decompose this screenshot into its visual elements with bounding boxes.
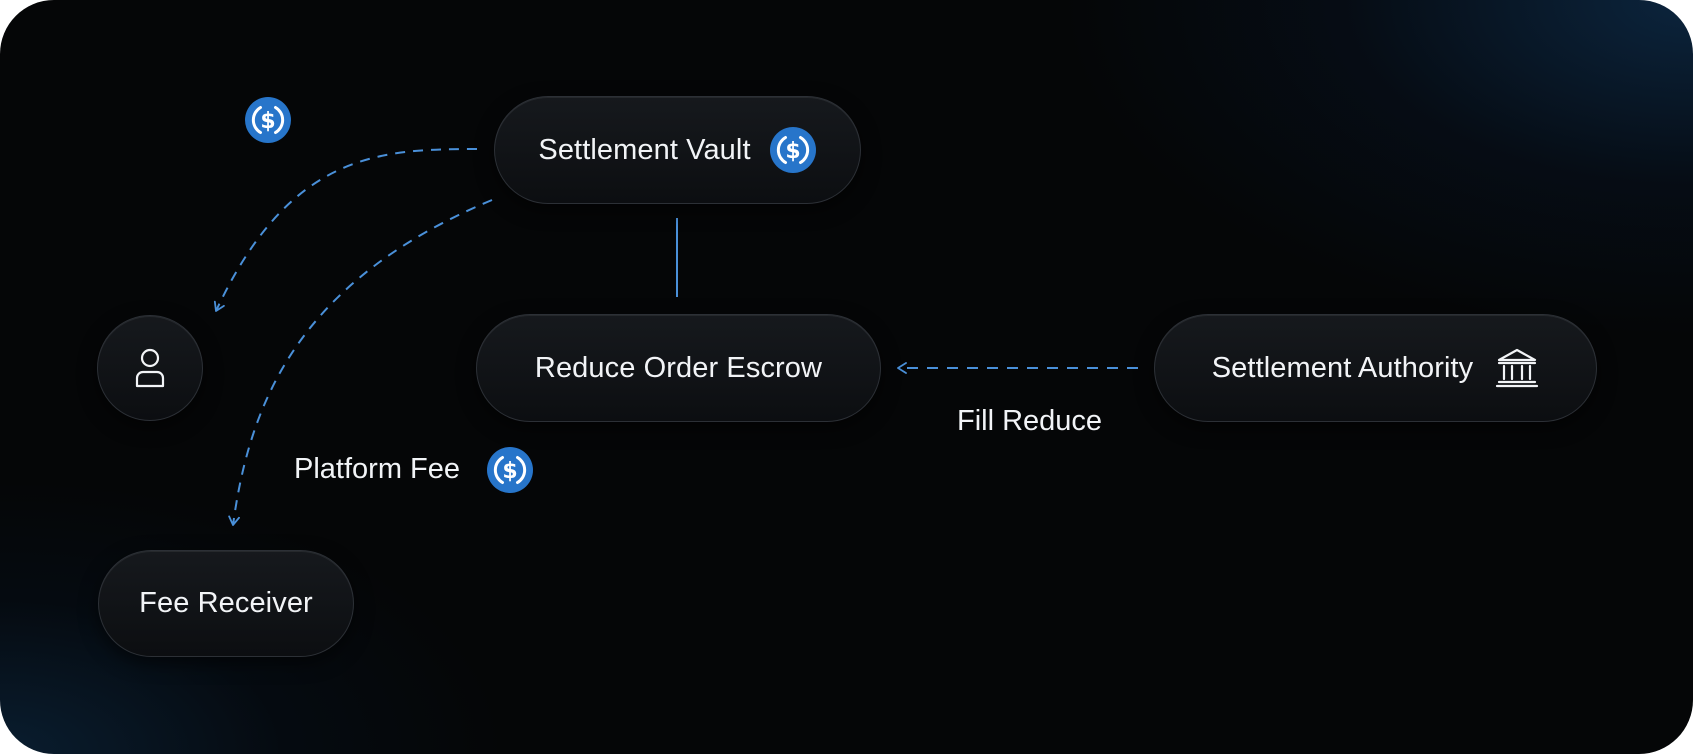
platform-fee-label: Platform Fee: [294, 453, 460, 485]
usdc-coin-icon: $: [486, 446, 534, 494]
vault-to-fee-receiver-arrow: [228, 199, 493, 526]
fill-reduce-label: Fill Reduce: [957, 405, 1103, 437]
svg-text:$: $: [502, 459, 517, 484]
settlement-authority-node: Settlement Authority: [1154, 314, 1597, 422]
user-icon: [133, 347, 167, 389]
usdc-coin-icon: $: [769, 126, 817, 174]
user-node: [97, 315, 203, 421]
settlement-authority-label: Settlement Authority: [1211, 351, 1474, 384]
vault-to-user-arrow: [213, 148, 478, 312]
usdc-coin-icon: $: [244, 96, 292, 144]
settlement-vault-node: Settlement Vault $: [494, 96, 861, 204]
fee-receiver-label: Fee Receiver: [139, 587, 313, 619]
svg-text:$: $: [260, 109, 275, 134]
svg-text:$: $: [785, 139, 800, 164]
bank-icon: [1495, 346, 1539, 390]
settlement-vault-label: Settlement Vault: [538, 133, 751, 166]
fee-receiver-node: Fee Receiver: [98, 550, 354, 657]
reduce-order-escrow-label: Reduce Order Escrow: [534, 351, 823, 384]
reduce-order-escrow-node: Reduce Order Escrow: [476, 314, 881, 422]
